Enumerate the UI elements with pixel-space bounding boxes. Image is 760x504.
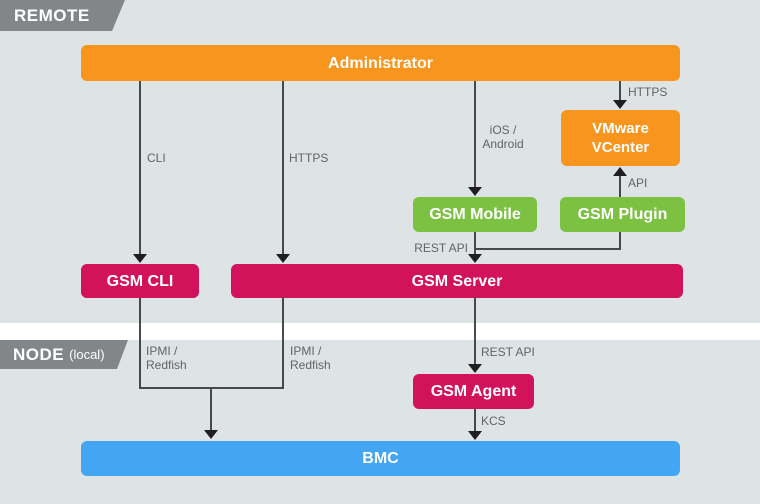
gsm-cli-label: GSM CLI: [106, 272, 174, 290]
gsm-mobile-box: GSM Mobile: [413, 197, 537, 232]
gsm-plugin-box: GSM Plugin: [560, 197, 685, 232]
edge-label-https-admin-server: HTTPS: [289, 151, 329, 165]
administrator-label: Administrator: [328, 54, 433, 72]
edge-label-rest-api-top: REST API: [414, 241, 468, 255]
edge-gsmplugin-to-vcenter-line: [619, 176, 621, 197]
gsm-cli-box: GSM CLI: [81, 264, 199, 298]
edge-gsmcli-down-line: [139, 298, 141, 389]
edge-label-https-admin-vcenter: HTTPS: [628, 85, 668, 99]
node-section-badge: NODE (local): [0, 340, 128, 369]
edge-label-cli: CLI: [147, 151, 166, 165]
edge-gsmplugin-down-line: [619, 232, 621, 250]
gsm-server-label: GSM Server: [411, 272, 503, 290]
edge-label-ipmi-redfish-left: IPMI / Redfish: [146, 344, 187, 372]
arrowhead-down-icon: [133, 254, 147, 263]
edge-label-api: API: [628, 176, 648, 190]
arrowhead-down-icon: [613, 100, 627, 109]
edge-label-ios-android: iOS / Android: [482, 123, 524, 151]
arrowhead-down-icon: [468, 364, 482, 373]
edge-gsmagent-to-bmc-line: [474, 409, 476, 431]
edge-gsmplugin-join-line: [474, 248, 621, 250]
node-section-sublabel: (local): [69, 347, 105, 362]
gsm-agent-box: GSM Agent: [413, 374, 534, 409]
administrator-box: Administrator: [81, 45, 680, 81]
edge-admin-to-gsmcli-line: [139, 81, 141, 255]
section-divider: [0, 323, 760, 340]
edge-gsmmobile-to-gsmserver-line: [474, 232, 476, 255]
edge-merged-to-bmc-line: [210, 388, 212, 431]
edge-gsmserver-down-line: [282, 297, 284, 389]
vmware-vcenter-box: VMware VCenter: [561, 110, 680, 166]
remote-section-label: REMOTE: [14, 5, 90, 25]
arrowhead-down-icon: [468, 254, 482, 263]
arrowhead-down-icon: [468, 431, 482, 440]
gsm-agent-label: GSM Agent: [430, 383, 517, 400]
edge-admin-to-vcenter-line: [619, 81, 621, 101]
gsm-mobile-label: GSM Mobile: [429, 206, 521, 223]
gsm-plugin-label: GSM Plugin: [577, 206, 668, 223]
vmware-vcenter-label-line1: VMware: [592, 120, 649, 137]
gsm-server-box: GSM Server: [231, 264, 683, 298]
node-section-label: NODE: [13, 344, 65, 364]
arrowhead-up-icon: [613, 167, 627, 176]
arrowhead-down-icon: [276, 254, 290, 263]
edge-label-ipmi-redfish-right: IPMI / Redfish: [290, 344, 331, 372]
vmware-vcenter-label-line2: VCenter: [591, 139, 650, 156]
remote-section-badge: REMOTE: [0, 0, 125, 31]
edge-label-kcs: KCS: [481, 414, 506, 428]
bmc-label: BMC: [362, 450, 399, 467]
arrowhead-down-icon: [468, 187, 482, 196]
bmc-box: BMC: [81, 441, 680, 476]
edge-label-rest-api-bottom: REST API: [481, 345, 535, 359]
edge-admin-to-gsmmobile-line: [474, 81, 476, 188]
arrowhead-down-icon: [204, 430, 218, 439]
edge-gsmserver-to-gsmagent-line: [474, 297, 476, 364]
edge-admin-to-gsmserver-line: [282, 81, 284, 255]
